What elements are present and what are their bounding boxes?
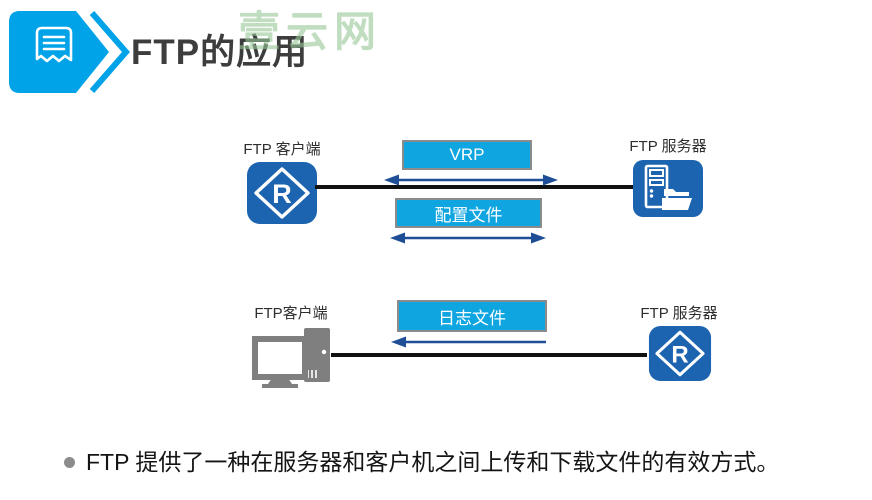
left-arrow-icon xyxy=(391,336,546,348)
flow-box-vrp: VRP xyxy=(402,140,532,170)
bidirectional-arrow-icon xyxy=(384,174,558,186)
header-badge-shape xyxy=(9,11,109,93)
page-title: FTP的应用 xyxy=(131,33,309,72)
flow-box-log-file: 日志文件 xyxy=(397,300,547,332)
bottom-client-label: FTP客户端 xyxy=(254,305,328,322)
bottom-link-line xyxy=(331,353,647,357)
top-link-line xyxy=(315,185,635,189)
svg-text:R: R xyxy=(671,341,688,368)
bullet-item: FTP 提供了一种在服务器和客户机之间上传和下载文件的有效方式。 xyxy=(64,448,854,478)
flow-box-config-file: 配置文件 xyxy=(395,198,542,228)
watermark: 壹云网 xyxy=(238,8,383,55)
svg-text:R: R xyxy=(272,179,292,209)
bullet-text: FTP 提供了一种在服务器和客户机之间上传和下载文件的有效方式。 xyxy=(86,449,780,475)
router-icon: R xyxy=(247,162,317,224)
top-server-label: FTP 服务器 xyxy=(629,138,707,155)
desktop-computer-icon xyxy=(252,328,330,388)
bottom-server-label: FTP 服务器 xyxy=(640,305,718,322)
document-icon xyxy=(35,26,73,63)
header-badge xyxy=(9,11,130,93)
bidirectional-arrow-icon xyxy=(390,232,546,244)
bullet-dot-icon xyxy=(64,457,75,468)
chevron-right-icon xyxy=(89,11,130,93)
router-icon: R xyxy=(648,326,712,381)
server-with-folder-icon xyxy=(633,160,703,217)
top-client-label: FTP 客户端 xyxy=(243,141,321,158)
